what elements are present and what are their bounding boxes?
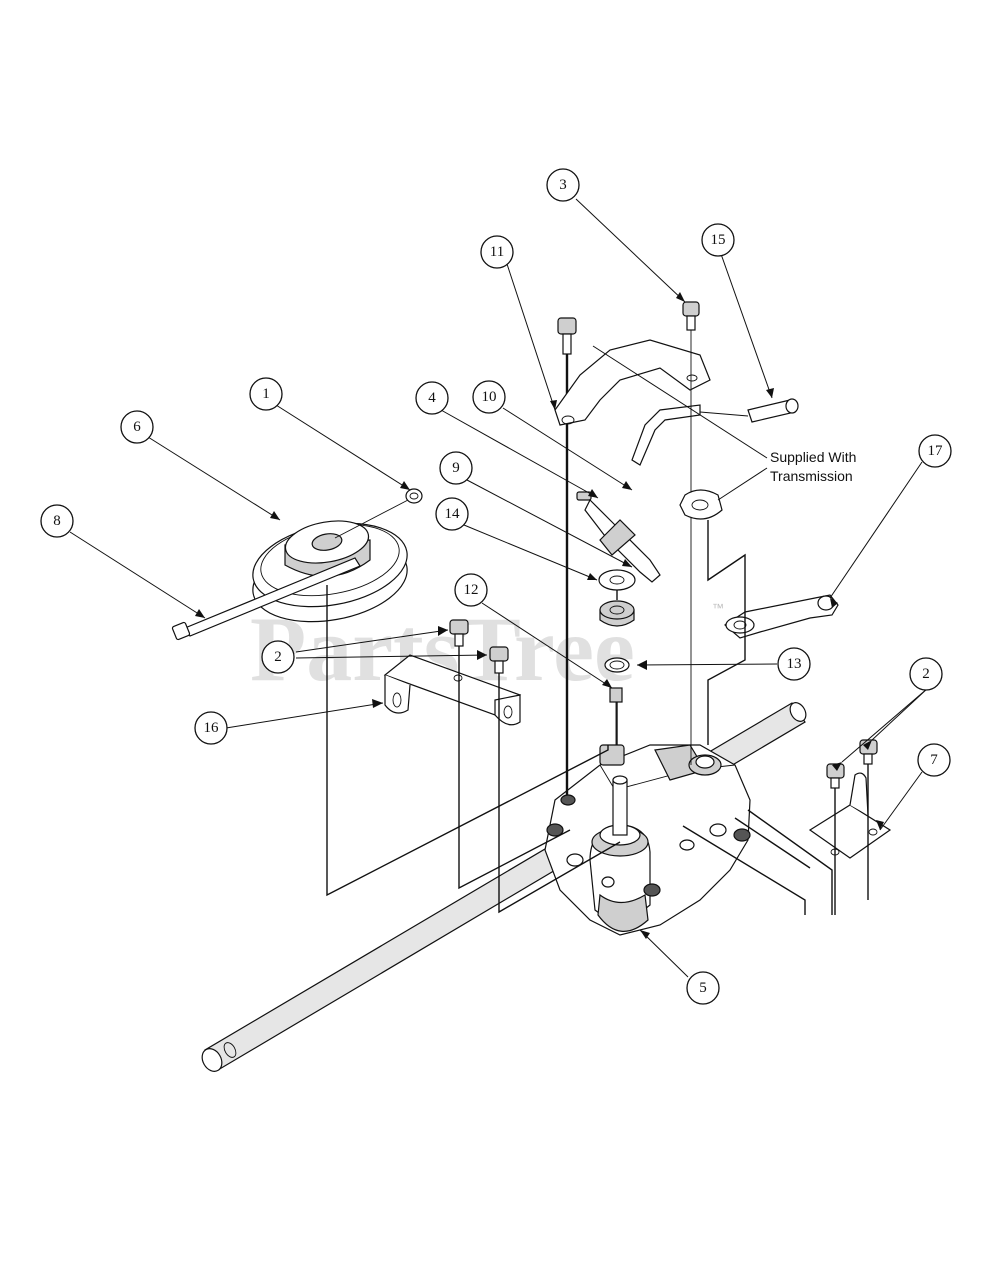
callout-2-right-label: 2 [922,666,930,682]
collar [679,489,723,520]
callout-15: 15 [701,223,735,257]
callout-10: 10 [472,380,506,414]
note-line-1: Supplied With [770,449,856,465]
arrowheads [195,292,884,939]
callout-8-label: 8 [53,513,61,529]
callout-7-label: 7 [930,752,938,768]
pulley-nut [334,488,423,539]
shift-arm [576,491,661,583]
pulley [252,520,408,623]
callout-9-label: 9 [452,460,460,476]
long-bolt [557,317,577,795]
callout-13-label: 13 [787,656,802,672]
callout-10-label: 10 [482,389,497,405]
callout-12: 12 [454,573,488,607]
callout-1: 1 [249,377,283,411]
mounting-bracket [383,654,522,726]
callout-2-left-label: 2 [274,649,282,665]
callout-12-label: 12 [464,582,479,598]
callout-5: 5 [686,971,720,1005]
callout-3: 3 [546,168,580,202]
callout-14: 14 [435,497,469,531]
callout-2-left: 2 [261,640,295,674]
callout-9: 9 [439,451,473,485]
callout-leaders [69,198,929,978]
callout-7: 7 [917,743,951,777]
callout-4-label: 4 [428,390,436,406]
callout-16: 16 [194,711,228,745]
assembly-guide-lines [326,520,869,915]
callout-5-label: 5 [699,980,707,996]
callout-6-label: 6 [133,419,141,435]
shift-bracket [554,339,711,466]
pulley-bolt [171,557,361,641]
callout-3-label: 3 [559,177,567,193]
transmission-housing [544,744,751,936]
callout-11: 11 [480,235,514,269]
callout-8: 8 [40,504,74,538]
roll-pin [699,398,799,423]
note-line-2: Transmission [770,468,853,484]
callout-11-label: 11 [490,244,504,260]
bushing [598,569,636,673]
callout-4: 4 [415,381,449,415]
watermark-trademark: ™ [712,601,724,615]
shaft-key [609,687,623,745]
callout-15-label: 15 [711,232,726,248]
mount-plate-bolts [826,739,878,789]
callout-2-right: 2 [909,657,943,691]
callout-16-label: 16 [204,720,220,736]
callout-17: 17 [918,434,952,468]
callout-14-label: 14 [445,506,461,522]
callout-17-label: 17 [928,443,944,459]
bracket-bolts [449,619,509,674]
callout-13: 13 [777,647,811,681]
bracket-bolt [682,301,700,765]
mount-plate [808,772,892,859]
callout-6: 6 [120,410,154,444]
callout-1-label: 1 [262,386,270,402]
control-arm [724,594,839,639]
